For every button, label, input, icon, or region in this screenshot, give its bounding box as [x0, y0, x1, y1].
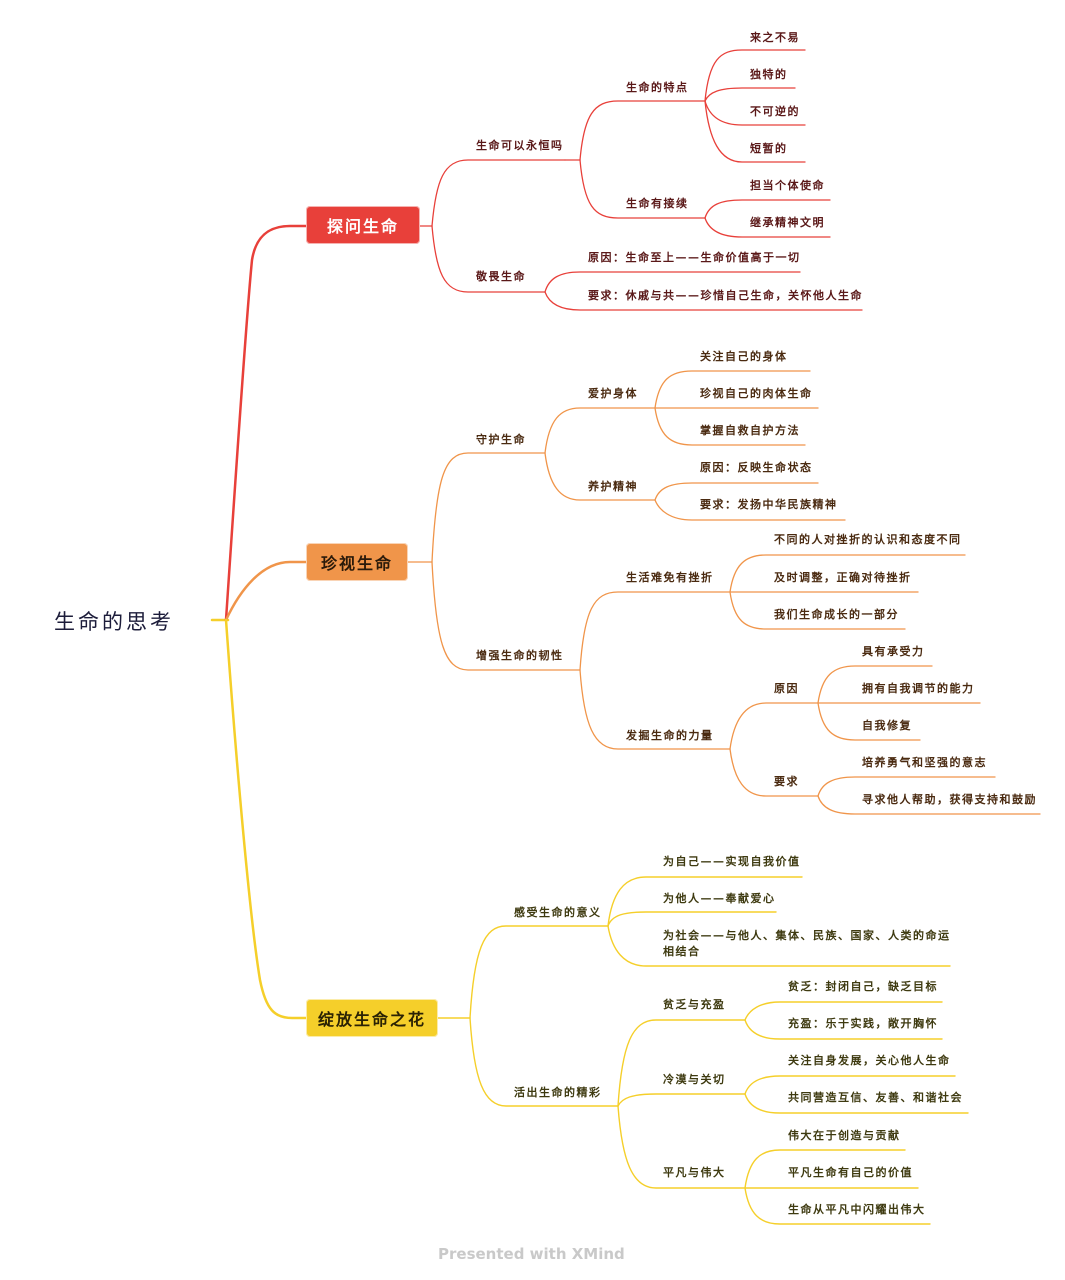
leaf-topic[interactable]: 平凡生命有自己的价值 [788, 1166, 913, 1179]
leaf-topic[interactable]: 继承精神文明 [750, 216, 825, 229]
leaf-topic[interactable]: 独特的 [750, 68, 788, 81]
leaf-topic-continued: 相结合 [663, 945, 701, 958]
leaf-topic[interactable]: 不同的人对挫折的认识和态度不同 [774, 533, 962, 546]
subtopic-can-life-be-eternal[interactable]: 生命可以永恒吗 [476, 139, 564, 152]
leaf-topic[interactable]: 自我修复 [862, 719, 912, 732]
leaf-topic[interactable]: 短暂的 [750, 142, 788, 155]
leaf-topic[interactable]: 为他人——奉献爱心 [663, 892, 776, 905]
subtopic-ordinary-great[interactable]: 平凡与伟大 [663, 1166, 726, 1179]
subtopic-setbacks[interactable]: 生活难免有挫折 [626, 571, 714, 584]
leaf-topic[interactable]: 要求：发扬中华民族精神 [700, 498, 838, 511]
leaf-topic[interactable]: 寻求他人帮助，获得支持和鼓励 [862, 793, 1037, 806]
main-topic-cherish-life[interactable]: 珍视生命 [306, 543, 408, 581]
leaf-topic[interactable]: 具有承受力 [862, 645, 925, 658]
leaf-topic[interactable]: 共同营造互信、友善、和谐社会 [788, 1091, 963, 1104]
leaf-topic[interactable]: 伟大在于创造与贡献 [788, 1129, 901, 1142]
leaf-topic[interactable]: 不可逆的 [750, 105, 800, 118]
leaf-topic[interactable]: 及时调整，正确对待挫折 [774, 571, 912, 584]
subtopic-live-brilliantly[interactable]: 活出生命的精彩 [514, 1086, 602, 1099]
subtopic-poverty-abundance[interactable]: 贫乏与充盈 [663, 998, 726, 1011]
leaf-topic[interactable]: 珍视自己的肉体生命 [700, 387, 813, 400]
subtopic-reason[interactable]: 原因 [774, 682, 799, 695]
leaf-topic[interactable]: 来之不易 [750, 31, 800, 44]
subtopic-revere-life[interactable]: 敬畏生命 [476, 270, 526, 283]
main-topic-bloom-life[interactable]: 绽放生命之花 [306, 999, 438, 1037]
leaf-topic[interactable]: 要求：休戚与共——珍惜自己生命，关怀他人生命 [588, 289, 863, 302]
leaf-topic[interactable]: 拥有自我调节的能力 [862, 682, 975, 695]
subtopic-guard-life[interactable]: 守护生命 [476, 433, 526, 446]
leaf-topic[interactable]: 担当个体使命 [750, 179, 825, 192]
leaf-topic[interactable]: 充盈：乐于实践，敞开胸怀 [788, 1017, 938, 1030]
leaf-topic[interactable]: 关注自身发展，关心他人生命 [788, 1054, 951, 1067]
main-topic-explore-life[interactable]: 探问生命 [306, 206, 420, 244]
central-topic[interactable]: 生命的思考 [54, 610, 174, 634]
leaf-topic[interactable]: 我们生命成长的一部分 [774, 608, 899, 621]
xmind-watermark: Presented with XMind [438, 1245, 625, 1263]
leaf-topic[interactable]: 培养勇气和坚强的意志 [862, 756, 987, 769]
leaf-topic[interactable]: 生命从平凡中闪耀出伟大 [788, 1203, 926, 1216]
subtopic-life-continuity[interactable]: 生命有接续 [626, 197, 689, 210]
subtopic-life-traits[interactable]: 生命的特点 [626, 81, 689, 94]
leaf-topic[interactable]: 贫乏：封闭自己，缺乏目标 [788, 980, 938, 993]
subtopic-discover-strength[interactable]: 发掘生命的力量 [626, 729, 714, 742]
leaf-topic[interactable]: 原因：生命至上——生命价值高于一切 [588, 251, 801, 264]
subtopic-meaning-of-life[interactable]: 感受生命的意义 [514, 906, 602, 919]
leaf-topic[interactable]: 关注自己的身体 [700, 350, 788, 363]
subtopic-nurture-spirit[interactable]: 养护精神 [588, 480, 638, 493]
leaf-topic[interactable]: 为自己——实现自我价值 [663, 855, 801, 868]
leaf-topic[interactable]: 为社会——与他人、集体、民族、国家、人类的命运 [663, 929, 951, 942]
subtopic-indifference-care[interactable]: 冷漠与关切 [663, 1073, 726, 1086]
leaf-topic[interactable]: 原因：反映生命状态 [700, 461, 813, 474]
subtopic-strengthen-resilience[interactable]: 增强生命的韧性 [476, 649, 564, 662]
subtopic-care-body[interactable]: 爱护身体 [588, 387, 638, 400]
subtopic-requirement[interactable]: 要求 [774, 775, 799, 788]
leaf-topic[interactable]: 掌握自救自护方法 [700, 424, 800, 437]
